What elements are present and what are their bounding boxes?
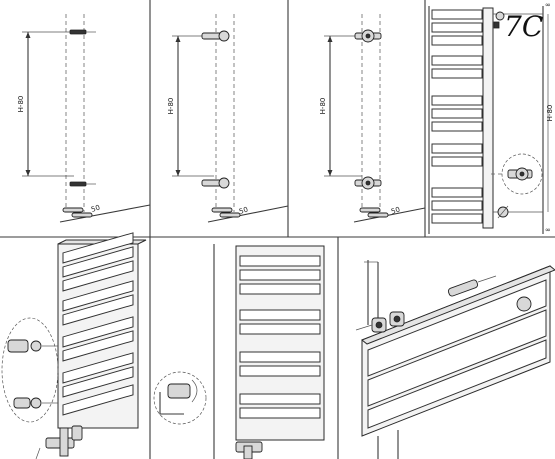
radiator-body <box>57 232 147 429</box>
floor-pipes <box>359 207 389 218</box>
step-3-brackets-mounted: H-80 50 <box>319 14 426 223</box>
dimension-height-label: H-80 <box>17 96 25 113</box>
wall-bracket-bottom <box>354 176 382 190</box>
side-height-label: H-80 <box>546 105 554 122</box>
radiator-body <box>235 245 325 441</box>
hex-key-zoom <box>153 371 207 425</box>
wall-anchor-top <box>69 29 96 35</box>
step-6-hex-key-fixing <box>153 244 325 459</box>
radiator-header-pipe <box>482 7 494 229</box>
floor-pipes <box>211 207 241 218</box>
bracket-zoom-detail <box>1 317 59 423</box>
floor-pipes <box>62 207 93 218</box>
step-4-radiator-side-view: ∞ H-80 ∞ 7C <box>428 1 554 234</box>
dimension-height-label: H-80 <box>167 98 175 115</box>
step-7-finished-radiator <box>355 260 555 459</box>
wall-bracket-bottom <box>201 177 230 189</box>
wall-anchor-bottom <box>69 181 96 187</box>
bottom-bracket-detail <box>497 205 509 219</box>
top-valves <box>355 311 405 333</box>
wall-bracket-top <box>354 29 382 43</box>
spacing-label: 50 <box>90 204 101 214</box>
valve-set <box>35 425 83 459</box>
radiator-slats <box>367 279 547 429</box>
top-bracket-detail <box>493 11 505 29</box>
wall-bracket-top <box>201 30 230 42</box>
step-5-radiator-mounting <box>1 232 147 459</box>
bracket-magnifier <box>488 153 543 195</box>
radiator-slats <box>431 9 483 224</box>
spacing-label: 50 <box>390 206 401 216</box>
side-mark-top: ∞ <box>545 1 551 9</box>
dimension-height-label: H-80 <box>319 98 327 115</box>
radiator-cap-knob <box>516 296 532 312</box>
spacing-label: 50 <box>238 206 249 216</box>
wall-anchor-plug <box>447 275 497 297</box>
valve-set <box>235 441 263 459</box>
side-mark-bottom: ∞ <box>545 226 551 234</box>
handwritten-note: 7C <box>504 10 543 43</box>
step-2-anchors-inserted: H-80 50 <box>167 14 289 223</box>
step-1-wall-drilling: H-80 50 <box>17 14 151 223</box>
